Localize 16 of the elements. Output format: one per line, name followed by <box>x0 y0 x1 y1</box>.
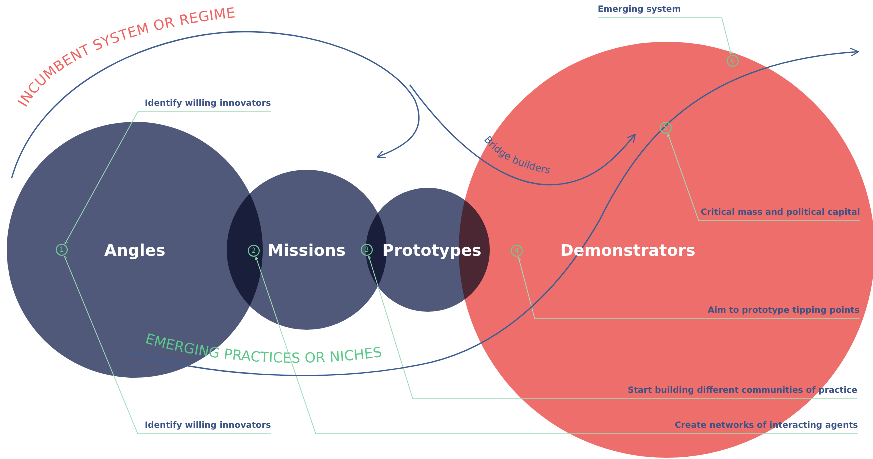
callout-text: Identify willing innovators <box>145 420 272 432</box>
stage-label: Missions <box>268 240 346 260</box>
callout-text: Aim to prototype tipping points <box>708 305 860 317</box>
leader-line <box>64 256 272 434</box>
callout-text: Identify willing innovators <box>145 98 272 110</box>
callout-text: Emerging system <box>598 4 682 16</box>
stage-label: Angles <box>104 240 166 260</box>
leader-line <box>368 256 858 400</box>
callout-text: Start building different communities of practice <box>628 385 858 397</box>
leader-line <box>64 112 272 245</box>
leader-line <box>255 256 859 434</box>
stage-label: Prototypes <box>382 240 482 260</box>
callout-text: Critical mass and political capital <box>701 207 860 219</box>
leader-line <box>598 18 732 55</box>
leader-line <box>518 256 860 320</box>
leader-line <box>667 134 861 222</box>
